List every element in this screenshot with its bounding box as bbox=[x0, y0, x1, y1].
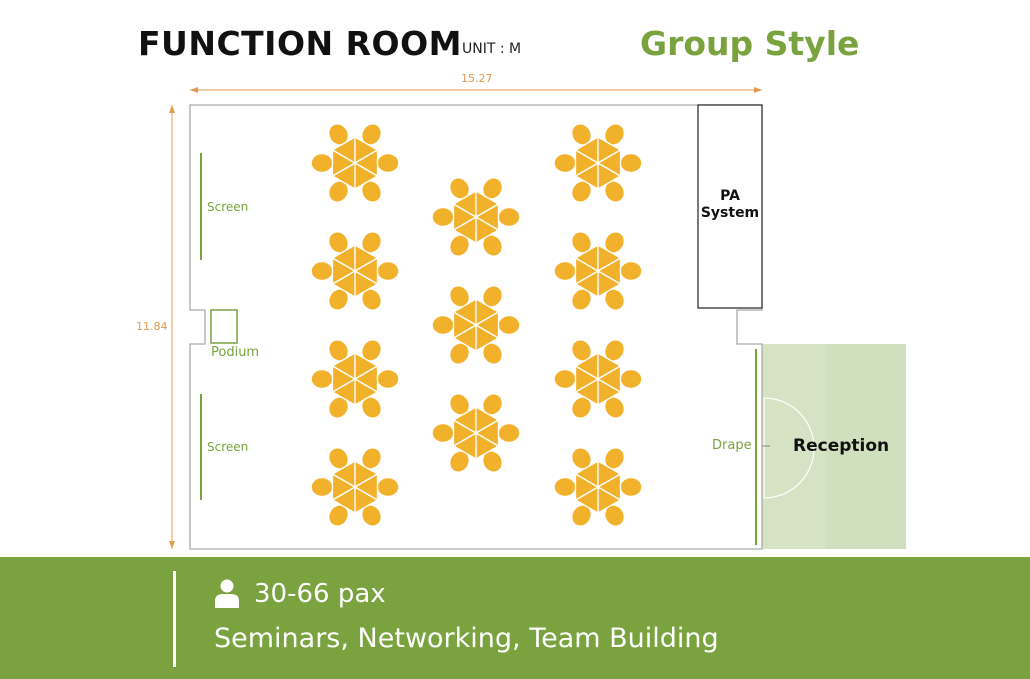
group-table bbox=[310, 447, 400, 527]
table-segment bbox=[596, 364, 622, 394]
chair bbox=[376, 152, 400, 174]
group-table bbox=[553, 447, 643, 527]
group-table bbox=[431, 393, 521, 473]
reception-label: Reception bbox=[793, 436, 890, 456]
chair bbox=[376, 260, 400, 282]
group-table bbox=[310, 339, 400, 419]
chair bbox=[376, 476, 400, 498]
height-dimension-label: 11.84 bbox=[136, 320, 168, 333]
podium-label: Podium bbox=[211, 345, 260, 360]
width-arrow-right bbox=[754, 87, 762, 93]
table-segment bbox=[353, 472, 379, 502]
chair bbox=[553, 476, 577, 498]
chair bbox=[553, 368, 577, 390]
unit-label: UNIT : M bbox=[462, 41, 522, 57]
door-swing-top bbox=[763, 397, 815, 449]
pa-system-label-line2: System bbox=[700, 205, 760, 221]
chair bbox=[497, 314, 521, 336]
width-dimension-label: 15.27 bbox=[461, 72, 493, 85]
chair bbox=[310, 260, 334, 282]
page-title: FUNCTION ROOM bbox=[138, 24, 462, 63]
podium bbox=[210, 309, 238, 344]
chair bbox=[310, 152, 334, 174]
chair bbox=[553, 260, 577, 282]
footer-divider bbox=[173, 571, 176, 667]
table-segment bbox=[474, 418, 500, 448]
door-swing-bottom bbox=[763, 447, 815, 499]
chair bbox=[431, 422, 455, 444]
table-segment bbox=[596, 148, 622, 178]
screen-bottom-label: Screen bbox=[207, 440, 249, 454]
group-table bbox=[431, 177, 521, 257]
chair bbox=[376, 368, 400, 390]
width-arrow-left bbox=[190, 87, 198, 93]
chair bbox=[497, 422, 521, 444]
chair bbox=[619, 152, 643, 174]
chair bbox=[310, 368, 334, 390]
person-icon bbox=[215, 579, 239, 608]
table-segment bbox=[474, 202, 500, 232]
height-arrow-top bbox=[169, 105, 175, 113]
pa-system-label: PA System bbox=[698, 188, 762, 222]
chair bbox=[310, 476, 334, 498]
group-table bbox=[310, 123, 400, 203]
capacity-text: 30-66 pax bbox=[254, 579, 386, 609]
screen-top-label: Screen bbox=[207, 200, 249, 214]
table-segment bbox=[596, 256, 622, 286]
pa-system bbox=[697, 104, 763, 309]
group-table bbox=[310, 231, 400, 311]
floor-plan bbox=[169, 87, 906, 550]
chair bbox=[497, 206, 521, 228]
drape-label: Drape bbox=[712, 438, 752, 453]
group-table bbox=[553, 231, 643, 311]
table-segment bbox=[353, 256, 379, 286]
suitable-uses: Seminars, Networking, Team Building bbox=[214, 623, 719, 654]
footer-band: 30-66 pax Seminars, Networking, Team Bui… bbox=[0, 557, 1030, 679]
reception-area-shade bbox=[826, 344, 906, 549]
table-segment bbox=[596, 472, 622, 502]
table-segment bbox=[353, 148, 379, 178]
group-table bbox=[553, 339, 643, 419]
pa-system-label-line1: PA bbox=[720, 188, 740, 204]
tables-group bbox=[310, 123, 643, 527]
group-table bbox=[553, 123, 643, 203]
height-arrow-bottom bbox=[169, 541, 175, 549]
chair bbox=[619, 260, 643, 282]
room-wall bbox=[189, 104, 763, 550]
chair bbox=[619, 368, 643, 390]
chair bbox=[431, 206, 455, 228]
capacity-row: 30-66 pax bbox=[214, 577, 386, 611]
table-segment bbox=[353, 364, 379, 394]
chair bbox=[431, 314, 455, 336]
chair bbox=[553, 152, 577, 174]
chair bbox=[619, 476, 643, 498]
table-segment bbox=[474, 310, 500, 340]
group-table bbox=[431, 285, 521, 365]
layout-style-title: Group Style bbox=[640, 24, 860, 63]
